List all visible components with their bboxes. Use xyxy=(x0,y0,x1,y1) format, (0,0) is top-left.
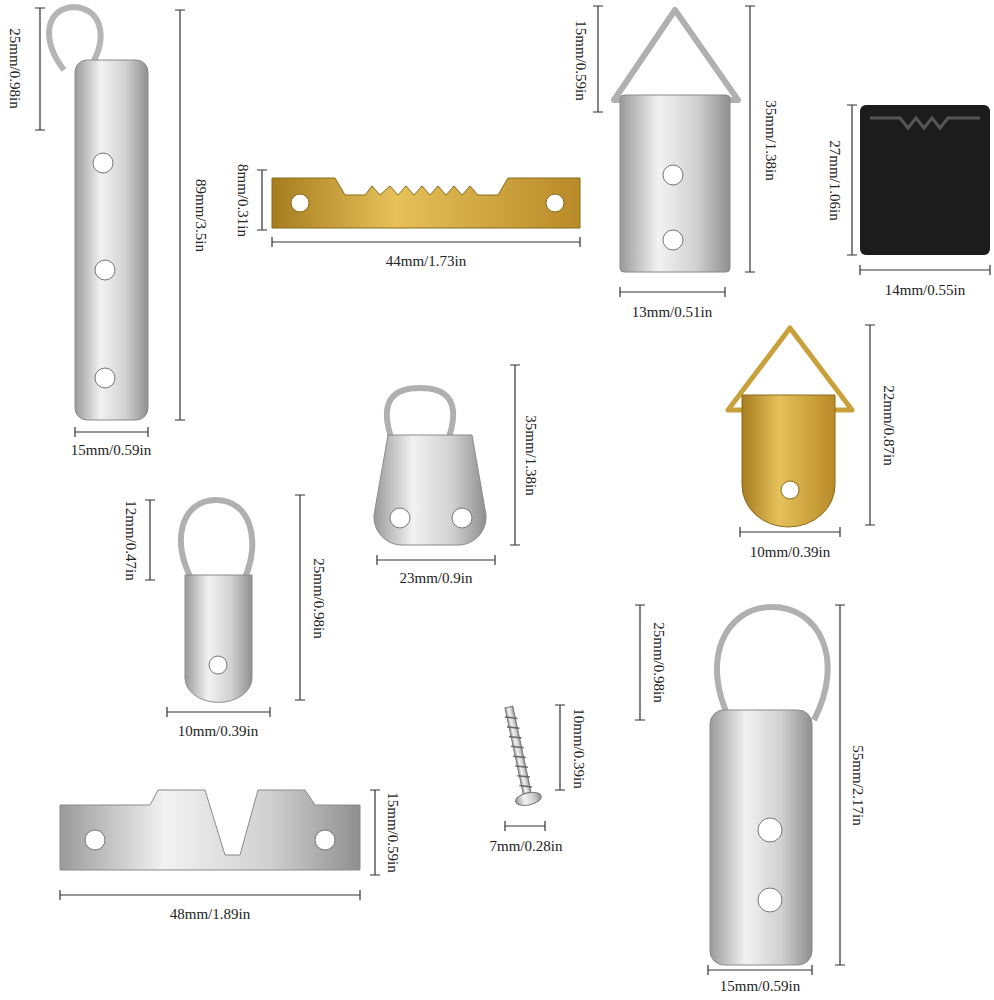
v-notch-hanger-part xyxy=(60,790,360,870)
sawtooth-hanger-part xyxy=(291,194,309,212)
screw-part xyxy=(505,706,531,794)
dimension-lines-part xyxy=(377,555,495,565)
dimension-lines-part xyxy=(145,500,155,580)
long-d-ring-hanger-part xyxy=(95,260,115,280)
dimension-lines-part xyxy=(60,890,360,900)
dimension-label: 10mm/0.39in xyxy=(178,724,258,739)
dimension-lines-part xyxy=(847,105,857,255)
screw xyxy=(496,704,542,807)
dimension-lines-part xyxy=(510,365,520,545)
dimension-label: 12mm/0.47in xyxy=(122,500,137,580)
dimension-label: 15mm/0.59in xyxy=(572,20,587,100)
dimension-label: 35mm/1.38in xyxy=(522,415,537,495)
triangle-ring-hanger-part xyxy=(620,95,730,272)
triangle-ring-hanger xyxy=(614,10,738,272)
dimension-label: 8mm/0.31in xyxy=(234,164,249,237)
long-d-ring-hanger-part xyxy=(75,60,148,420)
dimension-lines-part xyxy=(593,6,603,112)
dimension-lines-part xyxy=(167,707,270,717)
dimension-label: 10mm/0.39in xyxy=(570,708,585,788)
dimension-lines-part xyxy=(505,821,545,831)
dimension-lines-part xyxy=(175,10,185,420)
dimension-label: 10mm/0.39in xyxy=(750,545,830,560)
dimension-lines-part xyxy=(708,965,812,975)
dimension-lines-part xyxy=(860,265,990,275)
black-clip-part xyxy=(860,105,990,255)
dimension-lines-part xyxy=(635,605,645,720)
v-notch-hanger-part xyxy=(85,830,105,850)
dimension-lines-part xyxy=(75,427,148,437)
screw-part xyxy=(514,790,542,807)
dimension-label: 13mm/0.51in xyxy=(632,305,712,320)
dimension-lines-part xyxy=(370,790,380,875)
dimension-lines-part xyxy=(865,325,875,525)
gold-triangle-hanger-part xyxy=(781,481,799,499)
gold-triangle-hanger xyxy=(728,328,852,527)
dimension-label: 14mm/0.55in xyxy=(885,283,965,298)
dimension-label: 15mm/0.59in xyxy=(720,979,800,994)
dimension-label: 25mm/0.98in xyxy=(650,622,665,702)
dimension-label: 22mm/0.87in xyxy=(880,385,895,465)
long-d-ring-hanger xyxy=(49,7,148,420)
dimension-lines-part xyxy=(740,527,840,537)
dimension-label: 25mm/0.98in xyxy=(310,558,325,638)
small-d-ring xyxy=(181,500,252,702)
dimension-lines-part xyxy=(272,237,580,247)
sawtooth-hanger-part xyxy=(272,178,580,228)
dimension-lines-part xyxy=(745,6,755,272)
dimension-label: 55mm/2.17in xyxy=(849,745,864,825)
dimension-label: 27mm/1.06in xyxy=(826,140,841,220)
dimension-label: 48mm/1.89in xyxy=(170,907,250,922)
two-hole-d-ring-part xyxy=(374,435,486,545)
dimension-label: 7mm/0.28in xyxy=(490,839,563,854)
two-hole-d-ring-part xyxy=(390,508,410,528)
large-d-ring-part xyxy=(758,818,782,842)
dimension-lines xyxy=(35,6,990,975)
two-hole-d-ring xyxy=(374,388,486,545)
dimension-label: 23mm/0.9in xyxy=(400,571,473,586)
black-clip-part xyxy=(870,118,980,128)
dimension-lines-part xyxy=(620,287,725,297)
large-d-ring-part xyxy=(758,888,782,912)
sawtooth-hanger-part xyxy=(546,194,564,212)
v-notch-hanger xyxy=(60,790,360,870)
large-d-ring-part xyxy=(717,607,828,720)
small-d-ring-part xyxy=(185,575,252,702)
dimension-label: 15mm/0.59in xyxy=(71,443,151,458)
v-notch-hanger-part xyxy=(315,830,335,850)
dimension-lines-part xyxy=(555,705,565,790)
small-d-ring-part xyxy=(181,500,252,580)
dimension-label: 25mm/0.98in xyxy=(7,28,22,108)
triangle-ring-hanger-part xyxy=(663,165,683,185)
large-d-ring xyxy=(710,607,828,965)
dimension-lines-part xyxy=(835,605,845,965)
triangle-ring-hanger-part xyxy=(614,10,738,100)
dimension-label: 15mm/0.59in xyxy=(384,792,399,872)
sawtooth-hanger xyxy=(272,178,580,228)
dimension-label: 89mm/3.5in xyxy=(192,179,207,252)
dimension-lines-part xyxy=(35,8,45,130)
small-d-ring-part xyxy=(209,656,227,674)
long-d-ring-hanger-part xyxy=(93,153,113,173)
long-d-ring-hanger-part xyxy=(95,368,115,388)
two-hole-d-ring-part xyxy=(387,388,453,440)
dimension-lines-part xyxy=(257,170,267,230)
gold-triangle-hanger-part xyxy=(742,395,835,527)
triangle-ring-hanger-part xyxy=(663,230,683,250)
dimension-lines-part xyxy=(295,495,305,700)
screw-part xyxy=(505,715,532,790)
large-d-ring-part xyxy=(710,710,812,965)
dimension-label: 44mm/1.73in xyxy=(386,254,466,269)
two-hole-d-ring-part xyxy=(452,508,472,528)
black-clip xyxy=(860,105,990,255)
dimension-label: 35mm/1.38in xyxy=(762,100,777,180)
